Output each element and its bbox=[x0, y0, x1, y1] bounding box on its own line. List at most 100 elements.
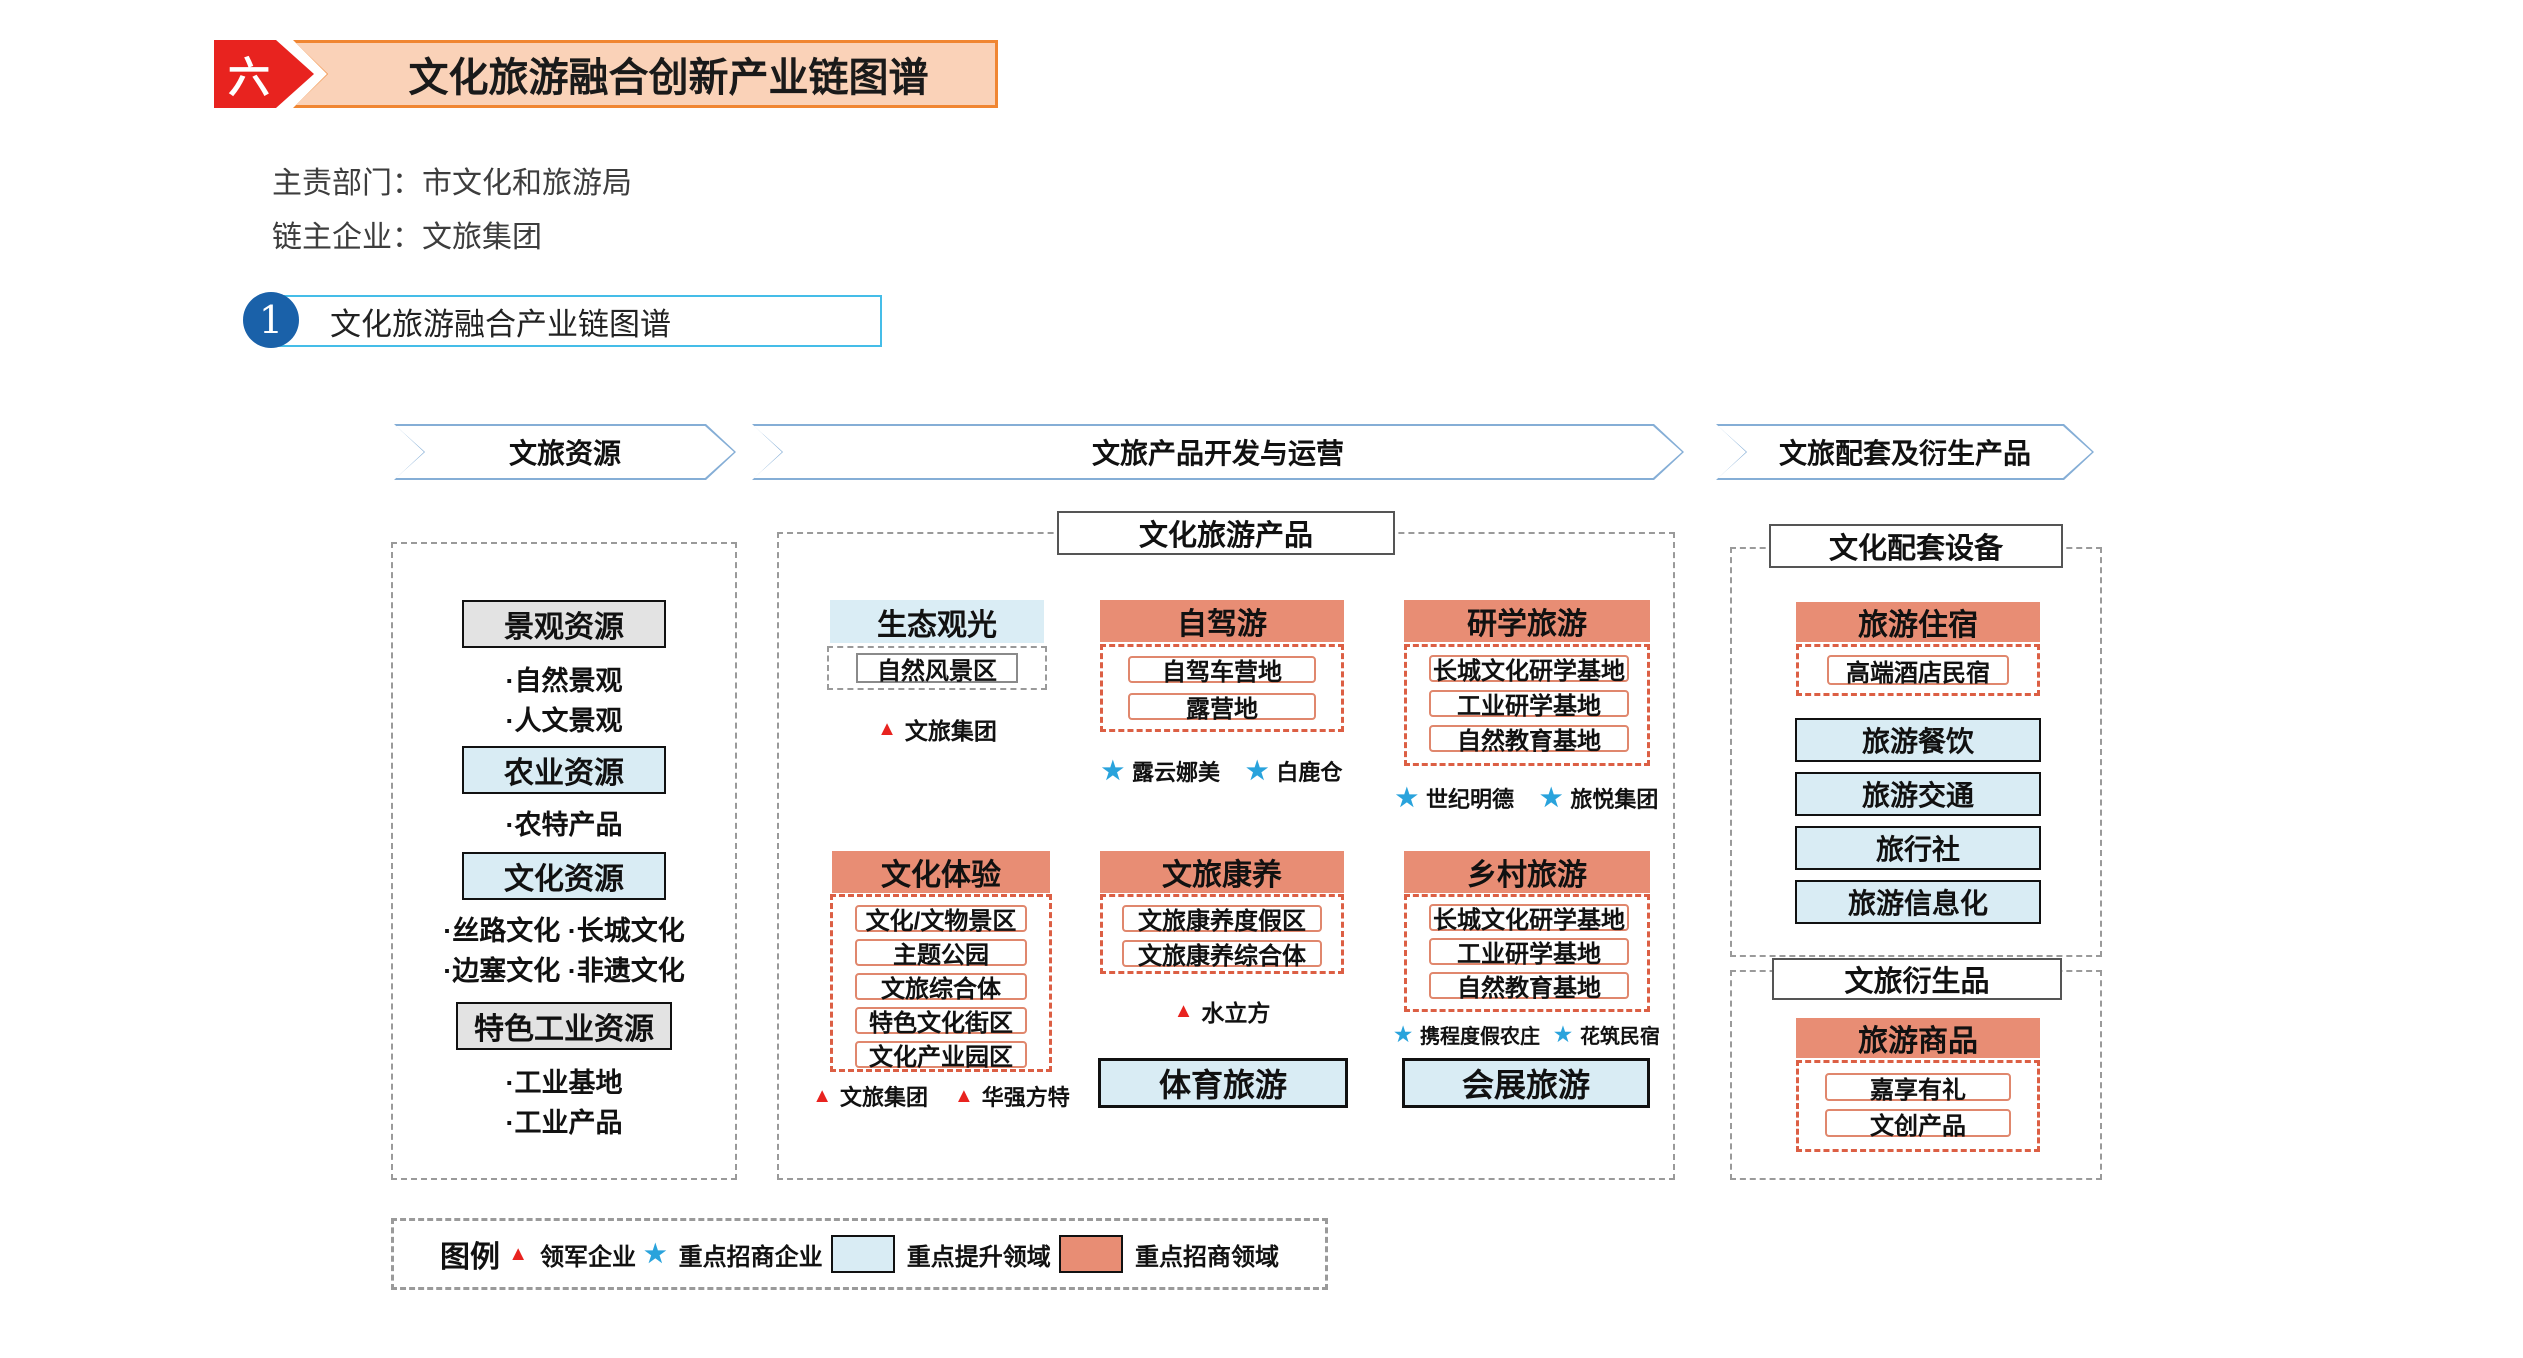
product-itembox-study: 长城文化研学基地 工业研学基地 自然教育基地 bbox=[1404, 644, 1650, 766]
support-box-informatization: 旅游信息化 bbox=[1795, 880, 2041, 924]
salmon-swatch-icon bbox=[1058, 1235, 1123, 1273]
resource-group-title: 文化资源 bbox=[462, 852, 666, 900]
product-header-wellness: 文旅康养 bbox=[1100, 851, 1344, 893]
stage-arrow-resources: 文旅资源 bbox=[394, 424, 736, 480]
stage-label: 文旅产品开发与运营 bbox=[1091, 438, 1344, 469]
stage-arrow-development: 文旅产品开发与运营 bbox=[752, 424, 1684, 480]
company-label: 露云娜美 bbox=[1131, 760, 1220, 785]
chevron-shape bbox=[1718, 426, 2092, 478]
stage-label: 文旅资源 bbox=[508, 438, 621, 469]
section-title-box: 文化旅游融合产业链图谱 bbox=[266, 295, 882, 347]
legend: 图例 ▲ 领军企业 ★ 重点招商企业 重点提升领域 重点招商领域 bbox=[391, 1218, 1328, 1290]
annotation-row: ▲ 文旅集团 bbox=[827, 712, 1047, 746]
product-item: 文化/文物景区 bbox=[855, 905, 1027, 935]
meta-department: 主责部门：市文化和旅游局 bbox=[272, 167, 632, 200]
product-item: 工业研学基地 bbox=[1429, 690, 1629, 720]
resource-item: ·工业基地 bbox=[505, 1067, 623, 1098]
resource-item: ·边塞文化 ·非遗文化 bbox=[443, 955, 685, 986]
leader-triangle-icon: ▲ bbox=[508, 1243, 528, 1265]
derivatives-item: 嘉享有礼 bbox=[1825, 1073, 2011, 1104]
section-title: 文化旅游融合产业链图谱 bbox=[330, 306, 671, 342]
product-itembox-eco: 自然风景区 bbox=[827, 646, 1047, 690]
company-label: 华强方特 bbox=[981, 1085, 1070, 1110]
annotation-row: ★ 露云娜美 ★ 白鹿仓 bbox=[1100, 755, 1344, 787]
product-item: 自然教育基地 bbox=[1429, 725, 1629, 755]
company-label: 世纪明德 bbox=[1425, 787, 1514, 812]
legend-label: 重点招商领域 bbox=[1134, 1243, 1279, 1271]
annotation-row: ★ 携程度假农庄 ★ 花筑民宿 bbox=[1394, 1020, 1660, 1049]
company-label: 水立方 bbox=[1201, 1000, 1271, 1026]
product-item: 文旅综合体 bbox=[855, 973, 1027, 1003]
investment-annotation: ★ 花筑民宿 bbox=[1554, 1020, 1660, 1049]
investment-annotation: ★ 白鹿仓 bbox=[1246, 755, 1342, 787]
annotation-row: ★ 世纪明德 ★ 旅悦集团 bbox=[1396, 782, 1659, 814]
investment-star-icon: ★ bbox=[1395, 783, 1418, 812]
page-title-banner: 文化旅游融合创新产业链图谱 bbox=[293, 40, 998, 108]
chevron-shape bbox=[754, 426, 1682, 478]
product-item: 自驾车营地 bbox=[1128, 656, 1316, 686]
chapter-number: 六 bbox=[227, 53, 270, 101]
product-item: 长城文化研学基地 bbox=[1429, 904, 1629, 934]
page-title: 文化旅游融合创新产业链图谱 bbox=[408, 56, 929, 100]
product-item: 自然教育基地 bbox=[1429, 972, 1629, 1002]
product-header-rural: 乡村旅游 bbox=[1404, 851, 1650, 893]
company-label: 文旅集团 bbox=[904, 718, 997, 744]
product-item: 主题公园 bbox=[855, 939, 1027, 969]
leader-triangle-icon: ▲ bbox=[954, 1085, 974, 1107]
investment-star-icon: ★ bbox=[644, 1239, 667, 1268]
investment-annotation: ★ 旅悦集团 bbox=[1540, 782, 1658, 814]
derivatives-itembox-goods: 嘉享有礼 文创产品 bbox=[1796, 1060, 2040, 1152]
resource-item: ·工业产品 bbox=[505, 1107, 623, 1138]
investment-star-icon: ★ bbox=[1246, 756, 1269, 785]
legend-item-upgrade: 重点提升领域 bbox=[830, 1235, 1051, 1273]
resource-group-title: 特色工业资源 bbox=[456, 1002, 672, 1050]
annotation-row: ▲ 水立方 bbox=[1100, 994, 1344, 1028]
support-box-transport: 旅游交通 bbox=[1795, 772, 2041, 816]
product-box-mice: 会展旅游 bbox=[1402, 1058, 1650, 1108]
resource-item: ·丝路文化 ·长城文化 bbox=[443, 915, 685, 946]
leader-triangle-icon: ▲ bbox=[812, 1085, 832, 1107]
product-item: 文旅康养综合体 bbox=[1122, 940, 1322, 970]
leader-annotation: ▲ 水立方 bbox=[1174, 994, 1271, 1028]
product-item: 自然风景区 bbox=[856, 653, 1018, 685]
meta-chain-owner: 链主企业：文旅集团 bbox=[272, 221, 542, 254]
annotation-row: ▲ 文旅集团 ▲ 华强方特 bbox=[812, 1080, 1070, 1112]
leader-annotation: ▲ 华强方特 bbox=[954, 1080, 1070, 1112]
leader-annotation: ▲ 文旅集团 bbox=[877, 712, 997, 746]
product-itembox-wellness: 文旅康养度假区 文旅康养综合体 bbox=[1100, 894, 1344, 974]
investment-star-icon: ★ bbox=[1540, 783, 1563, 812]
derivatives-header-goods: 旅游商品 bbox=[1796, 1018, 2040, 1058]
section-number-circle: 1 bbox=[243, 292, 299, 348]
support-box-travel-agency: 旅行社 bbox=[1795, 826, 2041, 870]
product-itembox-selfdrive: 自驾车营地 露营地 bbox=[1100, 644, 1344, 732]
company-label: 携程度假农庄 bbox=[1420, 1026, 1540, 1048]
legend-label: 重点提升领域 bbox=[906, 1243, 1051, 1271]
resource-item: ·人文景观 bbox=[505, 705, 623, 736]
derivatives-panel-title: 文旅衍生品 bbox=[1772, 958, 2062, 1000]
resource-item: ·自然景观 bbox=[505, 665, 623, 696]
legend-label: 领军企业 bbox=[539, 1243, 636, 1271]
support-box-dining: 旅游餐饮 bbox=[1795, 718, 2041, 762]
derivatives-item: 文创产品 bbox=[1825, 1109, 2011, 1140]
investment-star-icon: ★ bbox=[1554, 1023, 1572, 1046]
product-header-study: 研学旅游 bbox=[1404, 600, 1650, 642]
banner-fill-shape bbox=[296, 43, 995, 105]
product-header-culture: 文化体验 bbox=[832, 851, 1050, 893]
stage-label: 文旅配套及衍生产品 bbox=[1778, 438, 2031, 469]
legend-item-investment: ★ 重点招商企业 bbox=[644, 1237, 822, 1272]
leader-triangle-icon: ▲ bbox=[1173, 1000, 1194, 1022]
support-itembox-lodging: 高端酒店民宿 bbox=[1796, 644, 2040, 696]
product-item: 长城文化研学基地 bbox=[1429, 655, 1629, 685]
product-item: 特色文化街区 bbox=[855, 1007, 1027, 1037]
investment-star-icon: ★ bbox=[1101, 756, 1124, 785]
resource-group-title: 农业资源 bbox=[462, 746, 666, 794]
company-label: 白鹿仓 bbox=[1276, 760, 1343, 785]
company-label: 文旅集团 bbox=[839, 1085, 928, 1110]
legend-item-leader: ▲ 领军企业 bbox=[508, 1237, 636, 1272]
stage-arrow-derivatives: 文旅配套及衍生产品 bbox=[1716, 424, 2094, 480]
chevron-shape bbox=[396, 426, 734, 478]
leader-annotation: ▲ 文旅集团 bbox=[812, 1080, 928, 1112]
lightblue-swatch-icon bbox=[830, 1235, 895, 1273]
product-box-sports: 体育旅游 bbox=[1098, 1058, 1348, 1108]
